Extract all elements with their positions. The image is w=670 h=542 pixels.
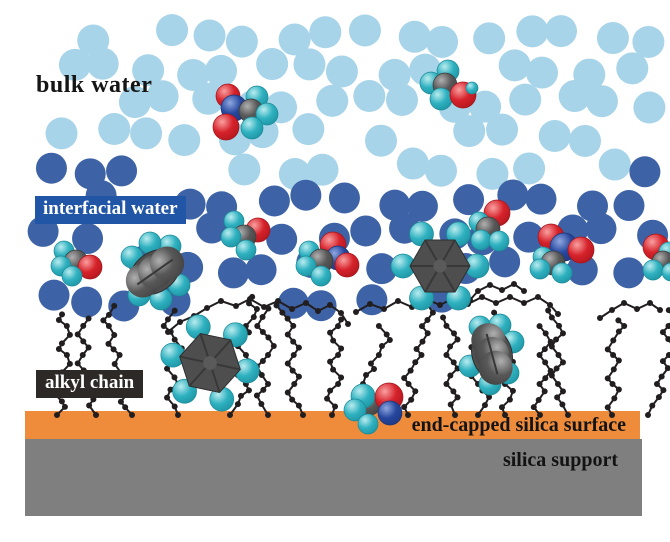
end-capped-silica-surface-label: end-capped silica surface bbox=[411, 414, 626, 436]
solute-molecules bbox=[50, 59, 670, 435]
alkyl-chain-label: alkyl chain bbox=[36, 370, 144, 398]
interfacial-water-label: interfacial water bbox=[35, 196, 186, 224]
silica-support-label: silica support bbox=[502, 449, 618, 471]
bulk-water-label: bulk water bbox=[36, 72, 153, 98]
silica-layers bbox=[25, 411, 642, 516]
bulk-water-circles bbox=[45, 14, 666, 190]
